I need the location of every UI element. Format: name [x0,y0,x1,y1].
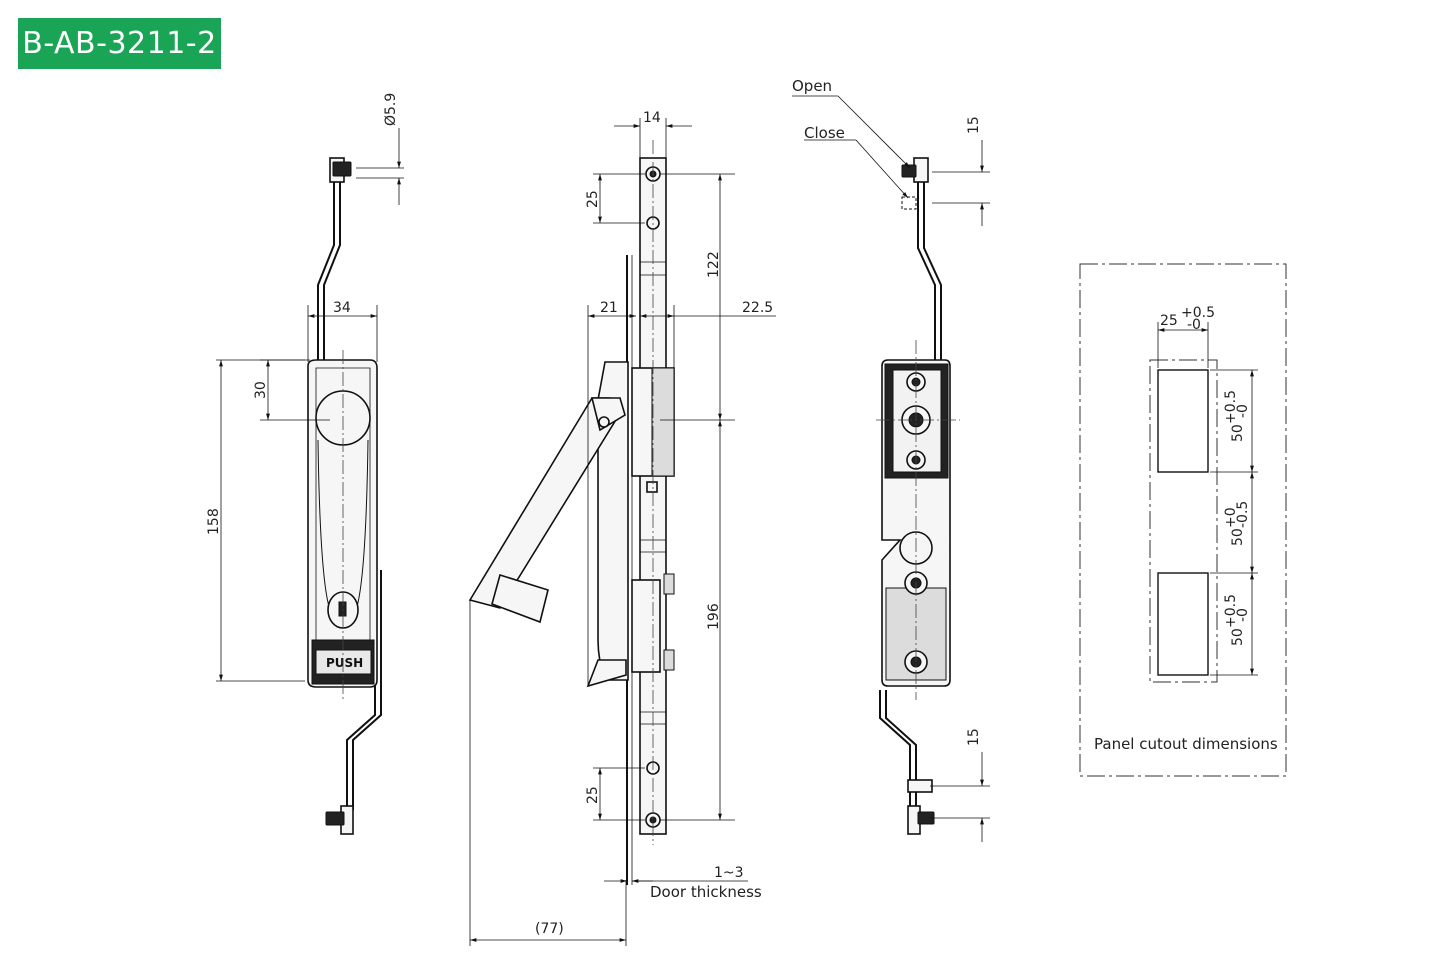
front-view: PUSH Ø5.9 34 30 158 [206,93,404,835]
dim-30: 30 [253,381,269,399]
cutout-upper [1157,369,1209,473]
door-thickness-label: Door thickness [650,883,762,901]
push-label: PUSH [326,656,363,670]
cutout-title: Panel cutout dimensions [1094,735,1278,753]
dim-15-bottom: 15 [966,728,982,746]
panel-cutout: 25 +0.5 -0 50 +0.5 -0 50 +0 -0.5 50 +0.5… [1079,263,1287,777]
cutout-h2-tol-minus: -0 [1235,608,1251,622]
cutout-h2-tol-plus: +0.5 [1223,594,1239,628]
cutout-width-tol-plus: +0.5 [1181,305,1215,321]
cutout-gap-tol-plus: +0 [1223,507,1239,528]
cutout-h1-tol-minus: -0 [1235,404,1251,418]
cutout-gap-tol-minus: -0.5 [1235,501,1251,528]
dim-14: 14 [643,110,661,126]
dim-25-bottom: 25 [585,786,601,804]
dim-158: 158 [206,508,222,535]
dim-21: 21 [600,300,618,316]
close-label: Close [804,124,845,142]
model-code-badge: B-AB-3211-2 [18,18,221,69]
dim-dia-hole: Ø5.9 [383,93,399,126]
cutout-h1-base: 50 [1230,424,1246,442]
cutout-width-tol-minus: -0 [1187,317,1201,333]
cutout-width-base: 25 [1160,313,1178,329]
side-view: 14 25 122 21 22.5 196 25 1~3 Do [468,110,776,946]
open-label: Open [792,77,832,95]
dim-width-34: 34 [333,300,351,316]
cutout-h2-base: 50 [1230,628,1246,646]
dim-122: 122 [706,251,722,278]
dim-196: 196 [706,603,722,630]
dim-77: (77) [535,921,564,937]
rear-view: Open Close 15 15 [792,77,990,842]
cutout-lower [1157,572,1209,676]
cutout-gap-base: 50 [1230,528,1246,546]
dim-15-top: 15 [966,116,982,134]
cutout-h1-tol-plus: +0.5 [1223,390,1239,424]
door-thickness-value: 1~3 [714,865,744,881]
dim-22-5: 22.5 [742,300,773,316]
dim-25-top: 25 [585,190,601,208]
